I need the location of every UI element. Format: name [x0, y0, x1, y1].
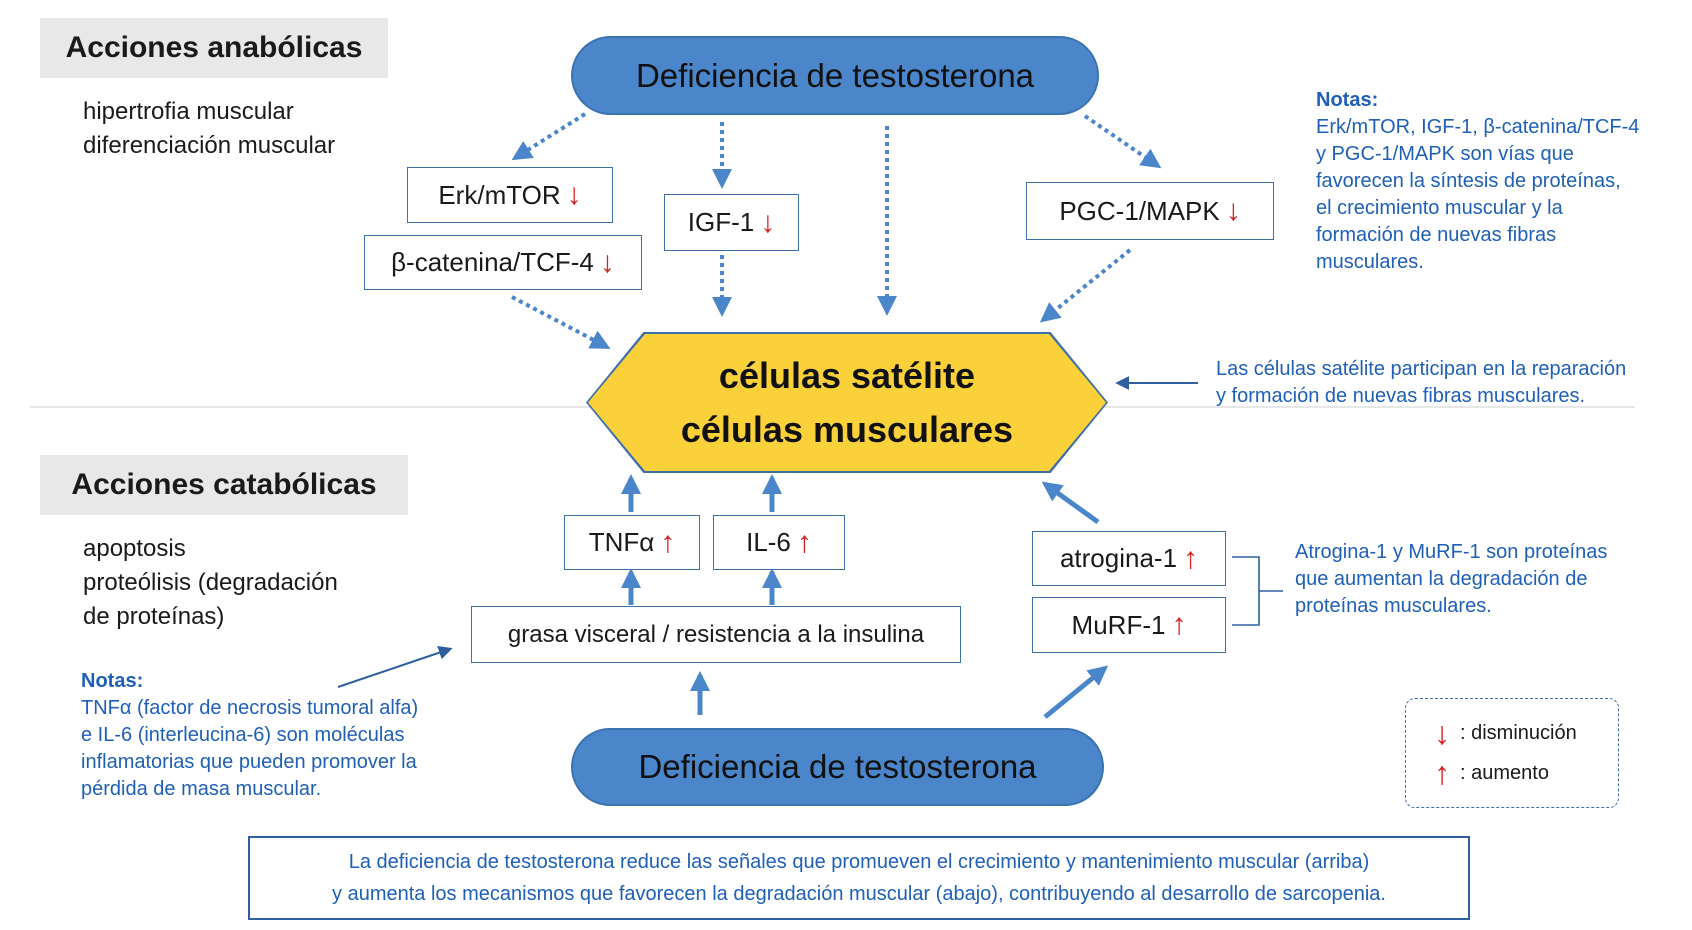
murf-box: MuRF-1 ↑: [1032, 597, 1226, 653]
summary-line-2: y aumenta los mecanismos que favorecen l…: [332, 883, 1386, 905]
fat-label: grasa visceral / resistencia a la insuli…: [507, 620, 925, 648]
anabolic-effect-2: diferenciación muscular: [83, 132, 336, 159]
center-hexagon: células satélite células musculares: [588, 334, 1106, 471]
bottom-source-pill: Deficiencia de testosterona: [571, 728, 1104, 806]
decrease-arrow-icon: ↓: [1434, 714, 1450, 751]
legend-decrease-label: : disminución: [1460, 721, 1577, 744]
note-top-right-line-4: el crecimiento muscular y la: [1316, 197, 1563, 219]
summary-line-1: La deficiencia de testosterona reduce la…: [348, 851, 1370, 873]
note-atrogin-line-3: proteínas musculares.: [1295, 595, 1492, 617]
increase-arrow-icon: ↑: [1183, 541, 1199, 575]
note-atrogin-line-2: que aumentan la degradación de: [1295, 568, 1588, 590]
increase-arrow-icon: ↑: [796, 525, 812, 559]
legend-row-decrease: ↓ : disminución: [1424, 713, 1618, 753]
tnf-label: TNFα: [588, 527, 655, 557]
anabolic-section-label: Acciones anabólicas: [40, 18, 388, 78]
catabolic-section-label: Acciones catabólicas: [40, 455, 408, 515]
note-bottom-left-title: Notas:: [81, 670, 144, 692]
note-bottom-left-line-1: TNFα (factor de necrosis tumoral alfa): [81, 697, 419, 719]
top-source-label: Deficiencia de testosterona: [635, 56, 1035, 94]
note-bottom-left-line-4: pérdida de masa muscular.: [81, 778, 322, 800]
arrow-pgc-to-center: [1039, 248, 1132, 323]
decrease-arrow-icon: ↓: [1225, 194, 1241, 227]
catenin-label: β-catenina/TCF-4: [391, 247, 594, 277]
murf-label: MuRF-1: [1071, 609, 1166, 640]
arrow-to-erk: [511, 112, 587, 161]
catabolic-effect-3: de proteínas): [83, 603, 225, 630]
note-top-right-title: Notas:: [1316, 89, 1379, 111]
legend-row-increase: ↑ : aumento: [1424, 753, 1618, 793]
note-satellite: Las células satélite participan en la re…: [1216, 356, 1626, 410]
erk-box: Erk/mTOR ↓: [407, 167, 613, 223]
arrow-bottom-note: [337, 645, 453, 688]
decrease-arrow-icon: ↓: [566, 178, 582, 211]
fat-box: grasa visceral / resistencia a la insuli…: [471, 606, 961, 663]
catenin-box: β-catenina/TCF-4 ↓: [364, 235, 642, 290]
note-top-right-line-3: favorecen la síntesis de proteínas,: [1316, 170, 1621, 192]
catabolic-arrows: [621, 474, 1109, 719]
increase-arrow-icon: ↑: [660, 525, 676, 559]
note-satellite-line-1: Las células satélite participan en la re…: [1216, 358, 1627, 380]
note-bottom-left-line-2: e IL-6 (interleucina-6) son moléculas: [81, 724, 405, 746]
center-line-2: células musculares: [680, 408, 1014, 450]
note-atrogin-line-1: Atrogina-1 y MuRF-1 son proteínas: [1295, 541, 1608, 563]
erk-label: Erk/mTOR: [438, 179, 561, 210]
igf-box: IGF-1 ↓: [664, 194, 799, 251]
catabolic-effect-1: apoptosis: [83, 535, 186, 562]
increase-arrow-icon: ↑: [1171, 608, 1187, 641]
note-top-right-line-1: Erk/mTOR, IGF-1, β-catenina/TCF-4: [1316, 116, 1640, 138]
atrogin-box: atrogina-1 ↑: [1032, 531, 1226, 586]
note-atrogin: Atrogina-1 y MuRF-1 son proteínas que au…: [1295, 539, 1607, 620]
note-top-right-line-6: musculares.: [1316, 251, 1424, 273]
bottom-source-label: Deficiencia de testosterona: [638, 748, 1037, 785]
note-satellite-line-2: y formación de nuevas fibras musculares.: [1216, 385, 1586, 407]
catabolic-effects: apoptosis proteólisis (degradación de pr…: [83, 532, 338, 634]
anabolic-effects: hipertrofia muscular diferenciación musc…: [83, 95, 335, 163]
decrease-arrow-icon: ↓: [599, 245, 615, 279]
arrow-catenin-to-center: [511, 295, 611, 349]
arrow-to-pgc: [1083, 114, 1162, 169]
il6-box: IL-6 ↑: [713, 515, 845, 570]
arrow-source-to-murf: [1043, 665, 1109, 719]
increase-arrow-icon: ↑: [1434, 754, 1450, 791]
note-top-right: Notas: Erk/mTOR, IGF-1, β-catenina/TCF-4…: [1316, 87, 1639, 276]
decrease-arrow-icon: ↓: [760, 205, 776, 239]
note-bottom-left-line-3: inflamatorias que pueden promover la: [81, 751, 417, 773]
atrogin-bracket: [1232, 556, 1260, 626]
legend-increase-label: : aumento: [1460, 761, 1549, 784]
catabolic-effect-2: proteólisis (degradación: [83, 569, 338, 596]
anabolic-effect-1: hipertrofia muscular: [83, 98, 294, 125]
top-source-pill: Deficiencia de testosterona: [571, 36, 1099, 115]
atrogin-label: atrogina-1: [1059, 543, 1178, 573]
legend: ↓ : disminución ↑ : aumento: [1405, 698, 1619, 808]
igf-label: IGF-1: [687, 207, 755, 237]
anabolic-arrows: [511, 112, 1162, 349]
note-top-right-line-5: formación de nuevas fibras: [1316, 224, 1557, 246]
note-bottom-left: Notas: TNFα (factor de necrosis tumoral …: [81, 668, 418, 803]
pgc-box: PGC-1/MAPK ↓: [1026, 182, 1274, 240]
note-top-right-line-2: y PGC-1/MAPK son vías que: [1316, 143, 1574, 165]
il6-label: IL-6: [746, 527, 791, 557]
summary-box: La deficiencia de testosterona reduce la…: [248, 836, 1470, 920]
center-line-1: células satélite: [718, 354, 976, 396]
tnf-box: TNFα ↑: [564, 515, 700, 570]
pgc-label: PGC-1/MAPK: [1059, 195, 1220, 226]
arrow-atrogin-to-center: [1041, 481, 1100, 525]
